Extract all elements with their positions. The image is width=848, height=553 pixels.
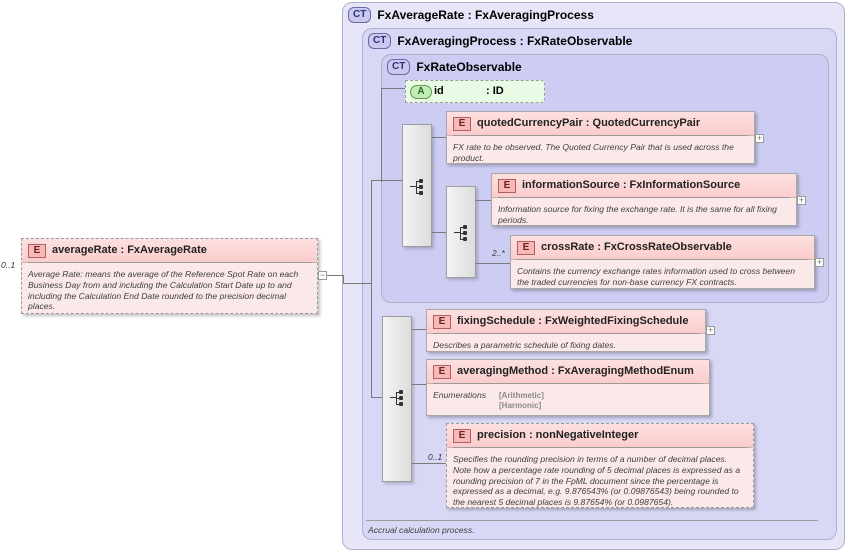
element-description: Describes a parametric schedule of fixin…	[433, 340, 616, 350]
connector	[343, 283, 371, 284]
connector	[371, 397, 382, 398]
sequence-compositor[interactable]	[446, 186, 476, 278]
attribute-name: id	[434, 85, 444, 97]
enumerations-label: Enumerations	[433, 390, 487, 400]
element-badge-icon: E	[498, 179, 516, 193]
element-fixingSchedule[interactable]: E fixingSchedule : FxWeightedFixingSched…	[426, 309, 706, 352]
element-quotedCurrencyPair[interactable]: E quotedCurrencyPair : QuotedCurrencyPai…	[446, 111, 755, 164]
element-name: precision : nonNegativeInteger	[477, 429, 639, 441]
element-description: Information source for fixing the exchan…	[498, 204, 777, 225]
element-precision[interactable]: E precision : nonNegativeInteger Specifi…	[446, 423, 754, 508]
element-badge-icon: E	[433, 365, 451, 379]
precision-cardinality: 0..1	[428, 452, 443, 462]
connector	[381, 180, 402, 181]
connector	[432, 232, 446, 233]
connector	[381, 88, 382, 182]
ct-badge-icon: CT	[387, 59, 411, 75]
connector	[343, 275, 344, 284]
enum-value: [Harmonic]	[499, 401, 542, 410]
attribute-id[interactable]: A id : ID	[405, 80, 545, 103]
sequence-compositor[interactable]	[402, 124, 432, 247]
element-description: Average Rate: means the average of the R…	[28, 269, 299, 312]
outer-footer-description: Accrual calculation process.	[368, 525, 475, 535]
element-badge-icon: E	[453, 117, 471, 131]
expand-toggle-icon[interactable]: +	[797, 195, 806, 205]
collapse-toggle-icon[interactable]: −	[318, 270, 327, 280]
sequence-icon	[454, 225, 470, 241]
ct-badge-icon: CT	[348, 7, 372, 23]
element-badge-icon: E	[453, 429, 471, 443]
mid-complex-type-title: CT FxAveragingProcess : FxRateObservable	[368, 33, 632, 49]
connector	[412, 329, 426, 330]
outer-complex-type-title: CT FxAverageRate : FxAveragingProcess	[348, 7, 594, 23]
element-name: averageRate : FxAverageRate	[52, 244, 207, 256]
sequence-icon	[410, 179, 426, 195]
element-averageRate[interactable]: E averageRate : FxAverageRate Average Ra…	[21, 238, 318, 314]
element-name: quotedCurrencyPair : QuotedCurrencyPair	[477, 117, 701, 129]
connector	[476, 263, 510, 264]
element-badge-icon: E	[433, 315, 451, 329]
expand-toggle-icon[interactable]: +	[815, 257, 824, 267]
expand-toggle-icon[interactable]: +	[755, 133, 764, 143]
expand-toggle-icon[interactable]: +	[706, 325, 715, 335]
inner-complex-type-title: CT FxRateObservable	[387, 59, 522, 75]
ct-badge-icon: CT	[368, 33, 392, 49]
connector	[371, 180, 372, 398]
element-description: Specifies the rounding precision in term…	[453, 454, 741, 508]
connector	[381, 88, 405, 89]
element-badge-icon: E	[517, 241, 535, 255]
connector	[476, 200, 491, 201]
root-cardinality: 0..1	[1, 260, 16, 270]
element-informationSource[interactable]: E informationSource : FxInformationSourc…	[491, 173, 797, 226]
element-name: fixingSchedule : FxWeightedFixingSchedul…	[457, 315, 689, 327]
element-name: crossRate : FxCrossRateObservable	[541, 241, 732, 253]
sequence-compositor[interactable]	[382, 316, 412, 482]
crossRate-cardinality: 2..*	[492, 248, 505, 258]
connector	[432, 137, 446, 138]
connector	[412, 463, 446, 464]
element-description: Contains the currency exchange rates inf…	[517, 266, 796, 287]
footer-divider	[366, 520, 818, 521]
connector	[371, 180, 382, 181]
connector	[412, 384, 426, 385]
attribute-type: : ID	[486, 85, 504, 97]
element-description: FX rate to be observed. The Quoted Curre…	[453, 142, 734, 163]
element-averagingMethod[interactable]: E averagingMethod : FxAveragingMethodEnu…	[426, 359, 710, 416]
element-badge-icon: E	[28, 244, 46, 258]
element-name: averagingMethod : FxAveragingMethodEnum	[457, 365, 694, 377]
attribute-badge-icon: A	[410, 85, 432, 99]
element-name: informationSource : FxInformationSource	[522, 179, 741, 191]
connector	[327, 275, 343, 276]
sequence-icon	[390, 390, 406, 406]
element-crossRate[interactable]: E crossRate : FxCrossRateObservable Cont…	[510, 235, 815, 289]
enum-value: [Arithmetic]	[499, 391, 544, 400]
